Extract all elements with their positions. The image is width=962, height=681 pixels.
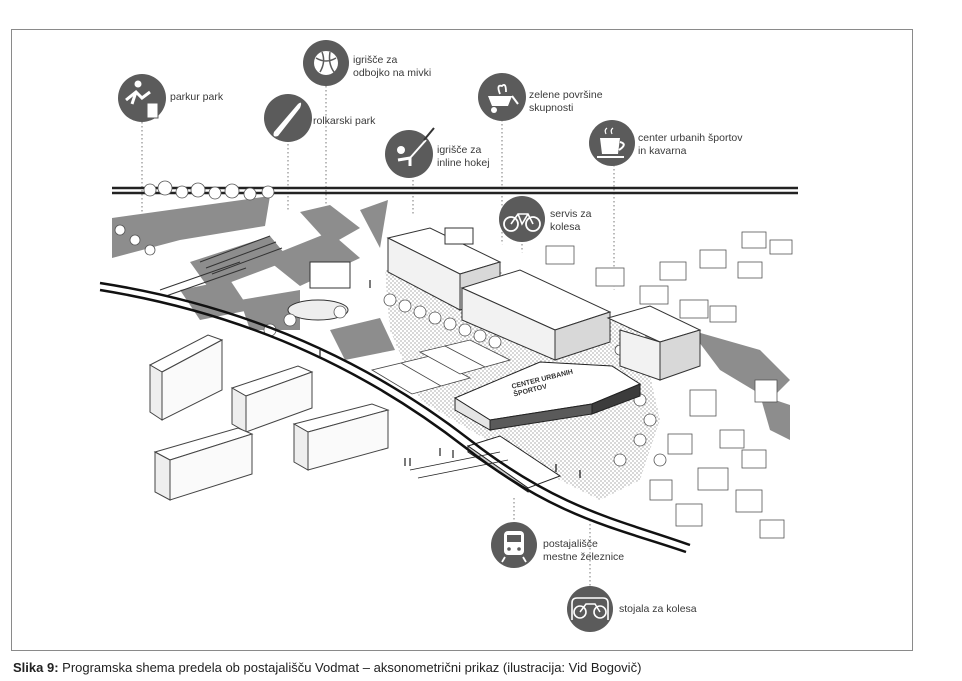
parkour-icon bbox=[118, 74, 166, 122]
small-houses bbox=[545, 231, 793, 539]
figure-caption: Slika 9: Programska shema predela ob pos… bbox=[13, 660, 641, 675]
wheelbarrow-icon bbox=[478, 73, 526, 121]
label-inline-hockey: igrišče za inline hokej bbox=[437, 144, 490, 169]
bike-rack-icon bbox=[567, 586, 613, 632]
label-skate-park: rolkarski park bbox=[313, 115, 376, 127]
label-bike-racks: stojala za kolesa bbox=[619, 603, 697, 615]
label-bike-service: servis za kolesa bbox=[550, 208, 592, 233]
skate-ramps bbox=[159, 235, 351, 321]
sports-centre-building bbox=[453, 361, 642, 431]
sports-courts bbox=[370, 339, 512, 395]
bicycle-icon bbox=[499, 196, 545, 242]
icon-circles bbox=[118, 40, 635, 632]
people bbox=[319, 280, 581, 478]
train-icon bbox=[491, 522, 537, 568]
caption-text: Programska shema predela ob postajališču… bbox=[58, 660, 642, 675]
railway-diagonal bbox=[99, 281, 691, 554]
label-urban-sports-centre: center urbanih športov in kavarna bbox=[638, 132, 743, 157]
inline-hockey-icon bbox=[385, 127, 435, 178]
label-parkour-park: parkur park bbox=[170, 91, 224, 103]
coffee-cup-icon bbox=[589, 120, 635, 166]
skateboard-icon bbox=[264, 94, 312, 142]
label-beach-volleyball: igrišče za odbojko na mivki bbox=[353, 54, 432, 79]
label-railway-stop: postajališče mestne železnice bbox=[543, 538, 625, 563]
large-blocks bbox=[148, 334, 390, 501]
volleyball-icon bbox=[303, 40, 349, 86]
housing-blocks bbox=[386, 227, 702, 381]
caption-prefix: Slika 9: bbox=[13, 660, 59, 675]
label-green-areas: zelene površine skupnosti bbox=[529, 89, 603, 114]
